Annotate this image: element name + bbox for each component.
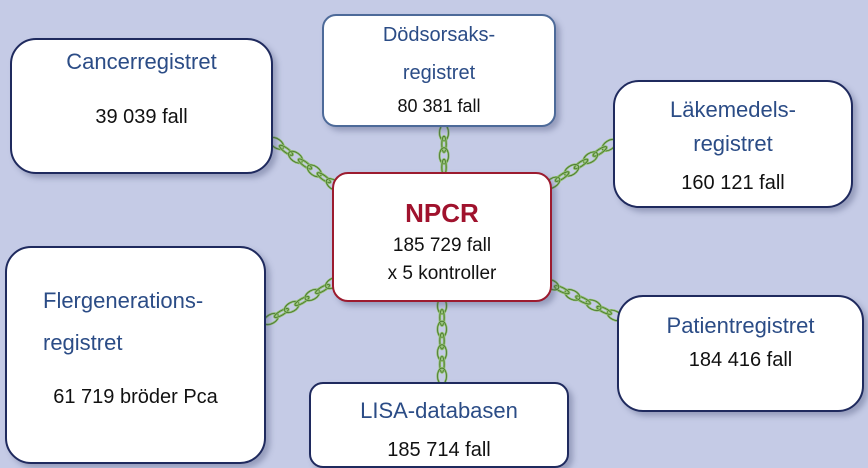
chain-link-outline bbox=[573, 158, 589, 170]
chain-link-outline bbox=[437, 344, 447, 362]
lisa-database-count: 185 714 fall bbox=[387, 439, 491, 461]
patient-register-box: Patientregistret 184 416 fall bbox=[617, 295, 864, 412]
chain-link-outline bbox=[439, 124, 449, 142]
chain-link-outline bbox=[316, 172, 331, 184]
chain-link-outline bbox=[439, 147, 449, 165]
chain-lisa bbox=[436, 296, 448, 386]
death-cause-register-title-line1: Dödsorsaks- bbox=[382, 24, 496, 46]
chain-link-outline bbox=[288, 150, 303, 164]
cancer-register-title: Cancerregistret bbox=[66, 49, 217, 74]
chain-flergeneration bbox=[262, 276, 342, 326]
chain-link-outline bbox=[304, 289, 320, 301]
lisa-database-box: LISA-databasen 185 714 fall bbox=[309, 382, 569, 468]
chain-link-outline bbox=[439, 332, 445, 350]
death-cause-register-box: Dödsorsaks- registret 80 381 fall bbox=[322, 14, 556, 127]
chain-dodsorsak bbox=[438, 123, 450, 177]
chain-link-outline bbox=[439, 356, 445, 373]
chain-link-outline bbox=[596, 305, 612, 315]
death-cause-register-count: 80 381 fall bbox=[397, 96, 481, 116]
npcr-title: NPCR bbox=[405, 198, 479, 228]
npcr-center-box: NPCR 185 729 fall x 5 kontroller bbox=[332, 172, 552, 302]
chain-link-outline bbox=[284, 301, 300, 313]
chain-link-outline bbox=[294, 296, 310, 306]
chain-link-outline bbox=[582, 151, 598, 164]
drug-register-box: Läkemedels- registret 160 121 fall bbox=[613, 80, 853, 208]
chain-link-outline bbox=[315, 284, 330, 294]
chain-link-outline bbox=[585, 299, 602, 311]
drug-register-count: 160 121 fall bbox=[681, 172, 785, 194]
death-cause-register-title-line2: registret bbox=[402, 62, 476, 84]
chain-link-outline bbox=[555, 171, 570, 182]
cancer-register-box: Cancerregistret 39 039 fall bbox=[10, 38, 273, 174]
multigeneration-register-title-line1: Flergenerations- bbox=[43, 288, 204, 313]
cancer-register-count: 39 039 fall bbox=[95, 106, 188, 128]
drug-register-title-line2: registret bbox=[693, 131, 773, 156]
chain-link-outline bbox=[279, 144, 294, 156]
chain-patient bbox=[542, 278, 624, 322]
chain-link-outline bbox=[564, 164, 580, 177]
patient-register-title: Patientregistret bbox=[666, 313, 815, 338]
lisa-database-title: LISA-databasen bbox=[360, 398, 518, 423]
chain-link-outline bbox=[592, 146, 607, 157]
multigeneration-register-count: 61 719 bröder Pca bbox=[53, 386, 218, 408]
multigeneration-register-box: Flergenerations- registret 61 719 bröder… bbox=[5, 246, 266, 464]
chain-link-outline bbox=[437, 320, 447, 338]
chain-link-outline bbox=[307, 164, 322, 178]
chain-link-outline bbox=[298, 158, 312, 170]
npcr-count: 185 729 fall bbox=[392, 235, 492, 256]
chain-link-outline bbox=[439, 309, 445, 326]
patient-register-count: 184 416 fall bbox=[688, 349, 793, 371]
chain-link-outline bbox=[564, 289, 581, 301]
multigeneration-register-title-line2: registret bbox=[43, 330, 123, 355]
chain-link-outline bbox=[554, 285, 570, 295]
chain-lakemedel bbox=[544, 138, 618, 190]
chain-link-outline bbox=[274, 308, 289, 318]
drug-register-title-line1: Läkemedels- bbox=[670, 97, 796, 122]
npcr-controls: x 5 kontroller bbox=[387, 263, 497, 284]
chain-link-outline bbox=[441, 135, 447, 153]
chain-link-outline bbox=[575, 295, 591, 305]
chain-cancer bbox=[268, 136, 342, 192]
